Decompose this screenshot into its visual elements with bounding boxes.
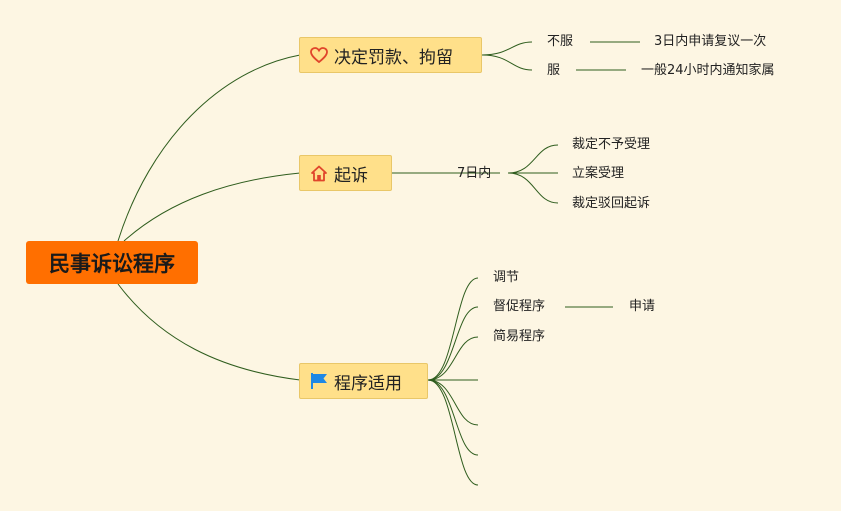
topic-procedure-application[interactable]: 程序适用 (299, 363, 428, 399)
home-icon (310, 165, 328, 182)
topic-lawsuit[interactable]: 起诉 (299, 155, 392, 191)
connector-root-topic3 (117, 283, 301, 381)
leaf-bu-fu[interactable]: 不服 (547, 34, 574, 49)
leaf-apply[interactable]: 申请 (629, 299, 656, 314)
flag-icon (310, 372, 328, 390)
leaf-urging-procedure[interactable]: 督促程序 (493, 299, 546, 314)
topic-label: 程序适用 (334, 373, 402, 394)
connector-sub-child3 (507, 172, 559, 204)
root-topic[interactable]: 民事诉讼程序 (26, 241, 198, 284)
connector-sub-child1 (507, 144, 559, 174)
leaf-reject-filing[interactable]: 裁定不予受理 (572, 137, 651, 152)
topic-penalty-detention[interactable]: 决定罚款、拘留 (299, 37, 482, 73)
leaf-fu[interactable]: 服 (547, 63, 561, 78)
leaf-case-accepted[interactable]: 立案受理 (572, 166, 625, 181)
leaf-bu-fu-detail[interactable]: 3日内申请复议一次 (654, 34, 767, 49)
connector-topic1-child1 (481, 41, 533, 56)
leaf-mediation[interactable]: 调节 (493, 270, 520, 285)
connector-topic3-child3 (427, 336, 479, 381)
connector-root-topic2 (123, 172, 301, 242)
connector-topic3-child2 (427, 306, 479, 381)
connector-topic1-child2 (481, 54, 533, 71)
leaf-dismiss-lawsuit[interactable]: 裁定驳回起诉 (572, 196, 651, 211)
topic-label: 决定罚款、拘留 (334, 47, 453, 68)
connector-root-topic1 (117, 54, 301, 242)
heart-icon (310, 47, 328, 63)
leaf-within-7-days[interactable]: 7日内 (457, 166, 492, 181)
connector-topic3-child5 (427, 379, 479, 426)
connector-topic3-child6 (427, 379, 479, 456)
connector-topic3-child7 (427, 379, 479, 486)
connector-topic3-child1 (427, 277, 479, 381)
topic-label: 起诉 (334, 165, 368, 186)
leaf-simplified-procedure[interactable]: 简易程序 (493, 329, 546, 344)
root-topic-label: 民事诉讼程序 (49, 251, 175, 276)
leaf-fu-detail[interactable]: 一般24小时内通知家属 (641, 63, 775, 78)
